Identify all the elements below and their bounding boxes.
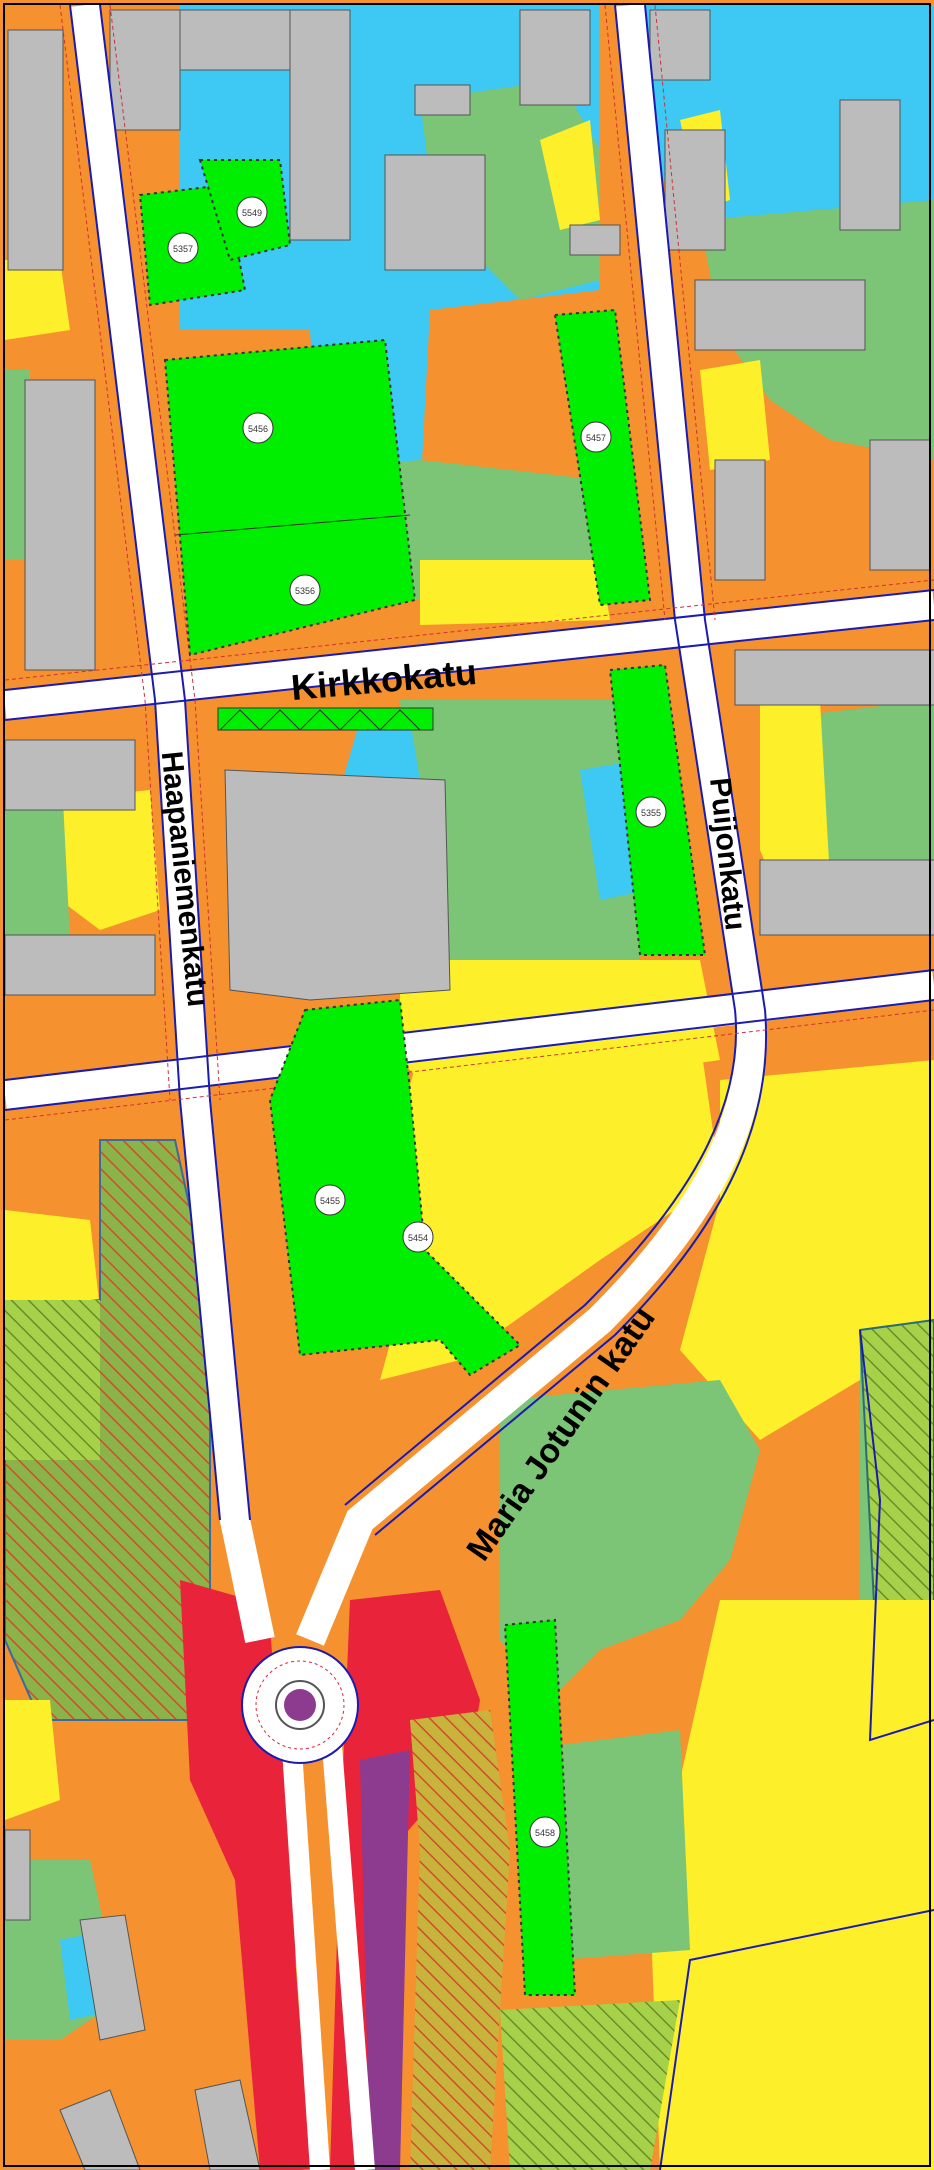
parcel-marker-5457[interactable]: 5457 [580,421,612,453]
parcel-marker-5455[interactable]: 5455 [314,1184,346,1216]
green-strip-pattern [219,709,421,731]
green-parcel[interactable] [553,308,652,607]
building [569,224,621,256]
parcel-markers: 5357 5549 5456 5356 5457 5355 5455 5454 … [167,196,667,1848]
building [59,2089,141,2170]
building [414,84,471,116]
yellow-zone [650,1600,934,2170]
parcel-divider [174,514,411,536]
parcel-number: 5455 [320,1196,340,1206]
yellow-zone [5,1700,60,1820]
building [109,9,181,131]
yellow-zone [540,120,600,230]
yellow-zone [700,360,770,470]
roundabout [241,1646,359,1764]
yellow-zone [420,560,610,625]
green-parcel[interactable] [268,998,522,1377]
dashed-lines [4,4,934,1121]
building [649,9,711,81]
building [519,9,591,106]
green-parcel[interactable] [163,338,417,657]
hatched-zone [410,1710,510,2170]
building [664,129,726,251]
parcel-marker-5456[interactable]: 5456 [242,412,274,444]
parcel-number: 5357 [173,244,193,254]
parcel-number: 5454 [408,1233,428,1243]
purple-zone [360,1750,410,2170]
green-strip [217,707,434,731]
parcel-number: 5456 [248,424,268,434]
building [79,1914,146,2041]
parcel-marker-5357[interactable]: 5357 [167,232,199,264]
building [7,29,64,271]
light-green-zone [400,700,640,1020]
parcel-number: 5356 [295,586,315,596]
yellow-zone [760,700,830,900]
building [759,859,934,936]
building [4,934,156,996]
building [694,279,866,351]
yellow-zone [55,790,160,930]
building [4,739,136,811]
building [734,649,934,706]
parcel-number: 5457 [586,433,606,443]
blue-zone [340,720,420,790]
hatched-zone [500,2000,680,2170]
building [224,769,451,1001]
building [289,9,351,241]
parcel-number: 5458 [535,1828,555,1838]
building [839,99,901,231]
green-parcel[interactable] [503,1618,577,1996]
parcel-marker-5458[interactable]: 5458 [529,1816,561,1848]
parcel-marker-5549[interactable]: 5549 [236,196,268,228]
parcel-marker-5355[interactable]: 5355 [635,796,667,828]
building [714,459,766,581]
light-green-zone [5,370,30,560]
road-boundaries [4,4,934,2170]
light-green-zone [500,1380,760,1700]
road-surfaces [3,3,934,2170]
parcel-marker-5454[interactable]: 5454 [402,1221,434,1253]
building [869,439,931,571]
parcel-number: 5355 [641,808,661,818]
building [4,1829,31,1921]
building [24,379,96,671]
map-frame [3,3,931,2167]
parcel-number: 5549 [242,208,262,218]
parcel-marker-5356[interactable]: 5356 [289,574,321,606]
building [384,154,486,271]
hatched-zone [5,1300,100,1460]
building [194,2079,261,2170]
yellow-zone [5,260,70,340]
